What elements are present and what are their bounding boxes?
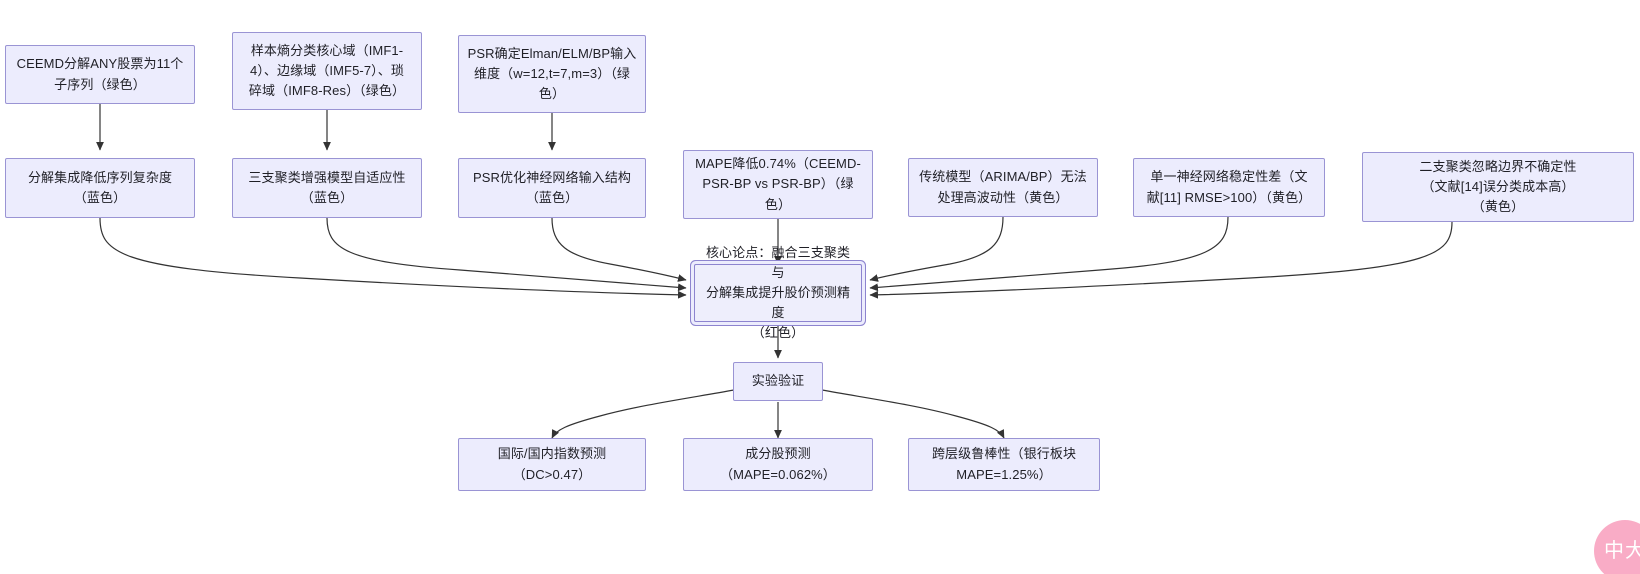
edge-exp-r3 — [821, 389, 1005, 439]
edge-n10-core — [869, 221, 1453, 299]
node-psr-input-dimension[interactable]: PSR确定Elman/ELM/BP输入 维度（w=12,t=7,m=3）（绿 色… — [458, 35, 646, 113]
node-traditional-models-limitation[interactable]: 传统模型（ARIMA/BP）无法 处理高波动性（黄色） — [908, 158, 1098, 217]
node-result-constituent-stock[interactable]: 成分股预测 （MAPE=0.062%） — [683, 438, 873, 491]
edge-n9-core — [869, 216, 1229, 292]
node-result-cross-level-robustness[interactable]: 跨层级鲁棒性（银行板块 MAPE=1.25%） — [908, 438, 1100, 491]
node-mape-improvement[interactable]: MAPE降低0.74%（CEEMD- PSR-BP vs PSR-BP）（绿 色… — [683, 150, 873, 219]
node-psr-optimizes-nn-structure[interactable]: PSR优化神经网络输入结构 （蓝色） — [458, 158, 646, 218]
node-sample-entropy-domains[interactable]: 样本熵分类核心域（IMF1- 4）、边缘域（IMF5-7）、琐 碎域（IMF8-… — [232, 32, 422, 110]
edge-exp-r1 — [551, 389, 735, 439]
node-core-claim[interactable]: 核心论点：融合三支聚类与 分解集成提升股价预测精度 （红色） — [694, 245, 862, 340]
node-decomposition-reduces-complexity[interactable]: 分解集成降低序列复杂度 （蓝色） — [5, 158, 195, 218]
node-two-way-clustering-boundary[interactable]: 二支聚类忽略边界不确定性 （文献[14]误分类成本高） （黄色） — [1362, 152, 1634, 222]
node-single-nn-instability[interactable]: 单一神经网络稳定性差（文 献[11] RMSE>100）（黄色） — [1133, 158, 1325, 217]
watermark-badge: 中大 — [1594, 520, 1640, 574]
edge-n8-core — [869, 216, 1004, 282]
node-ceemd-decomposition[interactable]: CEEMD分解ANY股票为11个 子序列（绿色） — [5, 45, 195, 104]
node-result-index-forecast[interactable]: 国际/国内指数预测 （DC>0.47） — [458, 438, 646, 491]
node-three-way-clustering-adaptivity[interactable]: 三支聚类增强模型自适应性 （蓝色） — [232, 158, 422, 218]
edge-n4-core — [99, 217, 687, 299]
node-experimental-validation[interactable]: 实验验证 — [733, 362, 823, 401]
edge-n5-core — [326, 217, 687, 292]
edge-n6-core — [551, 217, 687, 282]
